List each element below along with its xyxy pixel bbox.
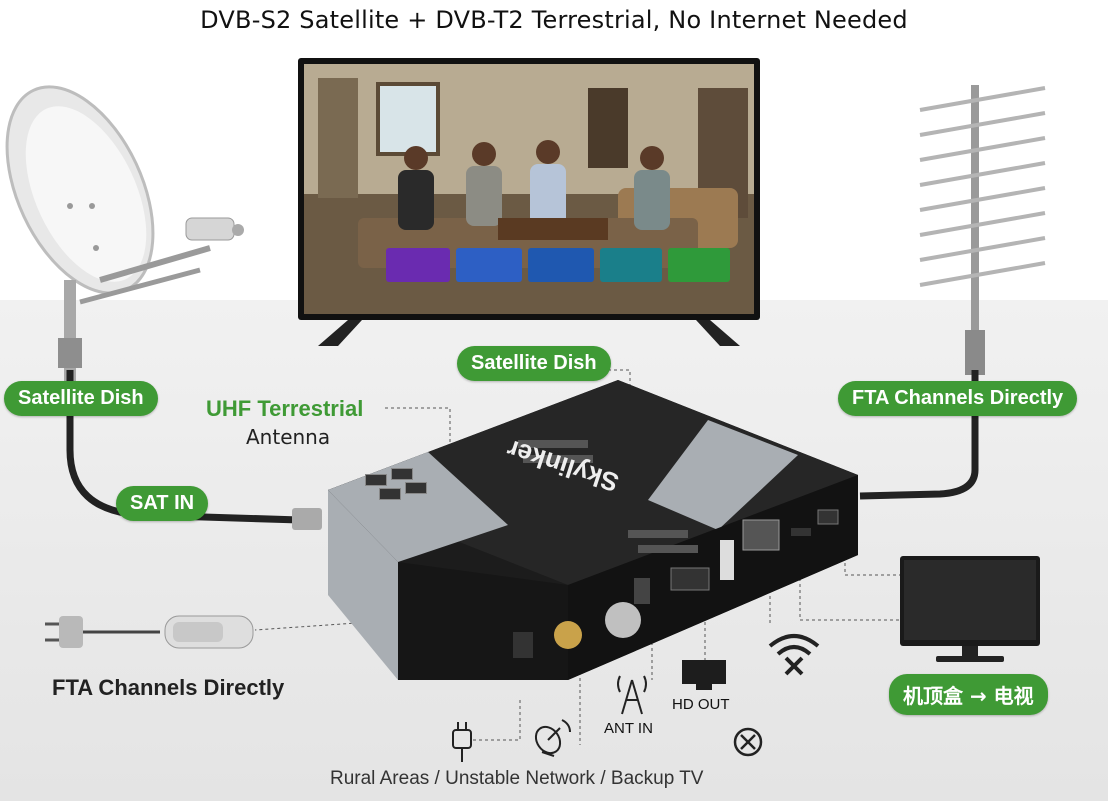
- no-symbol-icon: [733, 727, 763, 757]
- button-icon[interactable]: [391, 468, 413, 480]
- antenna-signal-icon: [617, 675, 647, 715]
- wifi-off-icon: [768, 634, 820, 676]
- label-antenna: Antenna: [246, 425, 331, 449]
- tv-app-tile[interactable]: [600, 248, 662, 282]
- plug-icon: [452, 722, 472, 762]
- tv-app-tile[interactable]: [456, 248, 522, 282]
- tv-app-tile[interactable]: [668, 248, 730, 282]
- label-fta-right: FTA Channels Directly: [838, 381, 1078, 416]
- label-uhf-terrestrial: UHF Terrestrial: [206, 396, 364, 421]
- monitor-icon: [900, 556, 1040, 662]
- button-icon[interactable]: [405, 482, 427, 494]
- yagi-antenna-icon: [919, 85, 1046, 375]
- label-hd-out: HD OUT: [672, 696, 730, 713]
- label-ant-in: ANT IN: [604, 720, 653, 737]
- page-title: DVB-S2 Satellite + DVB-T2 Terrestrial, N…: [200, 6, 908, 34]
- tv-icon: [298, 58, 760, 346]
- button-icon[interactable]: [365, 474, 387, 486]
- label-fta-left: FTA Channels Directly: [52, 675, 285, 700]
- tv-app-tile[interactable]: [528, 248, 594, 282]
- bottom-caption: Rural Areas / Unstable Network / Backup …: [330, 768, 704, 789]
- satellite-icon: [534, 719, 571, 757]
- set-top-box: [328, 380, 858, 680]
- button-icon[interactable]: [379, 488, 401, 500]
- front-panel-buttons: [365, 468, 427, 502]
- hd-out-tv-icon: [682, 660, 726, 690]
- label-sat-in: SAT IN: [116, 486, 209, 521]
- tv-app-tile[interactable]: [386, 248, 450, 282]
- power-adapter-icon: [45, 615, 254, 649]
- main-tv: [298, 58, 760, 346]
- label-satellite-dish-left: Satellite Dish: [4, 381, 158, 416]
- satellite-dish-icon: [5, 85, 244, 385]
- label-stb-to-tv: 机顶盒 → 电视: [889, 674, 1048, 715]
- label-satellite-dish-center: Satellite Dish: [457, 346, 611, 381]
